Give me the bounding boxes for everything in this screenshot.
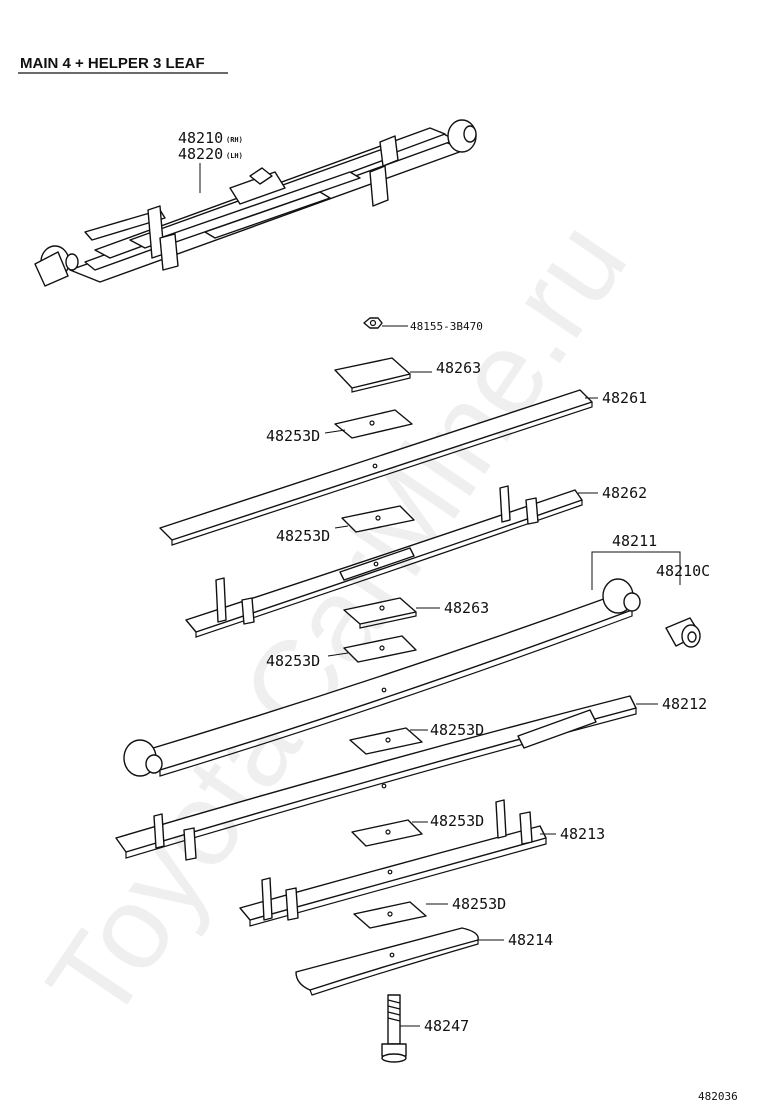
leaf-48211-illustration	[123, 578, 641, 777]
part-leaf-48212-label: 48212	[662, 695, 707, 713]
part-pad-mid-label: 48263	[444, 599, 489, 617]
pad-top-illustration	[334, 357, 411, 389]
leaf-48213-illustration	[239, 799, 547, 927]
part-pad-a-label: 48253D	[266, 427, 320, 445]
part-pad-d-label: 48253D	[430, 721, 484, 739]
part-leaf-48213-label: 48213	[560, 825, 605, 843]
part-pad-top-label: 48263	[436, 359, 481, 377]
part-pad-f-label: 48253D	[452, 895, 506, 913]
bolt-illustration	[381, 994, 407, 1063]
part-pad-b-label: 48253D	[276, 527, 330, 545]
pad-c-leader	[327, 652, 349, 657]
leaf-48262-illustration	[185, 485, 583, 638]
diagram-title: MAIN 4 + HELPER 3 LEAF	[20, 55, 205, 72]
assembly-tag-lh: (LH)	[226, 152, 243, 160]
part-leaf-48214-label: 48214	[508, 931, 553, 949]
part-bushing-label: 48210C	[656, 562, 710, 580]
bushing-illustration	[665, 617, 701, 648]
assembled-spring-illustration	[34, 119, 477, 287]
part-leaf-48261-label: 48261	[602, 389, 647, 407]
part-pad-c-label: 48253D	[266, 652, 320, 670]
pad-b-illustration	[341, 505, 415, 533]
part-pad-e-label: 48253D	[430, 812, 484, 830]
leaf-48212-illustration	[115, 695, 637, 861]
assembly-tag-rh: (RH)	[226, 136, 243, 144]
leaf-48214-illustration	[295, 927, 479, 996]
figure-code: 482036	[698, 1090, 738, 1103]
assembly-part-lh: 48220	[178, 145, 223, 163]
pad-f-illustration	[353, 901, 427, 929]
part-leaf-48262-label: 48262	[602, 484, 647, 502]
pad-b-leader	[334, 525, 349, 529]
leaf-48211-bracket	[591, 551, 681, 590]
nut-illustration	[363, 317, 383, 329]
part-leaf-set-label: 48211	[612, 532, 657, 550]
pad-a-leader	[324, 429, 346, 434]
part-bolt-label: 48247	[424, 1017, 469, 1035]
pad-e-illustration	[351, 819, 423, 847]
part-nut-label: 48155-3B470	[410, 320, 483, 333]
assembly-part-rh: 48210	[178, 129, 223, 147]
